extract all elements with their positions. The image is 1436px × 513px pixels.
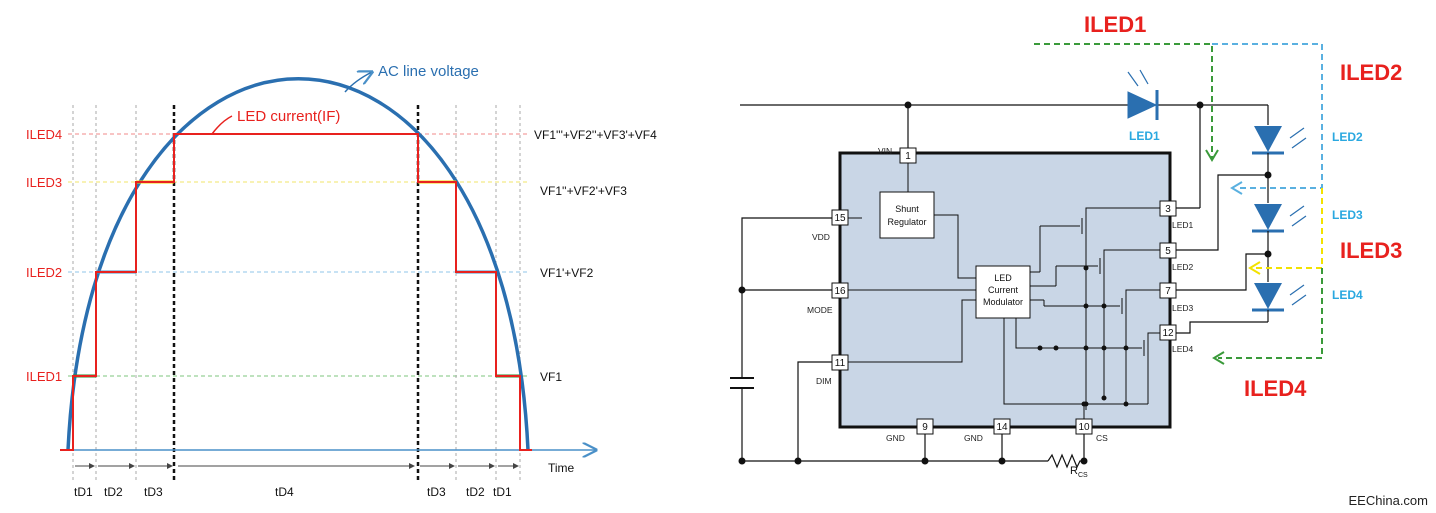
led4-label: LED4 [1332,288,1363,302]
iled2-current-path [1212,43,1323,189]
iled4-path-label: ILED4 [1244,376,1307,401]
shunt-regulator-label-1: Shunt [895,204,919,214]
pin-vdd-num: 15 [834,213,846,224]
led3-label: LED3 [1332,208,1363,222]
led1-label: LED1 [1129,129,1160,143]
led3-diode [1252,204,1307,233]
modulator-label-1: LED [994,273,1012,283]
modulator-label-3: Modulator [983,297,1023,307]
td4-guides [172,105,420,482]
pin-led3-name: LED3 [1172,303,1194,313]
pin-cs-num: 10 [1078,422,1090,433]
led2-label: LED2 [1332,130,1363,144]
shunt-regulator-block [879,191,935,239]
level-label-iled2: ILED2 [26,265,62,280]
iled4-current-path [1218,268,1323,359]
modulator-label-2: Current [988,285,1019,295]
schematic-diagram: LED1 LED2 [730,12,1402,479]
level-label-iled1: ILED1 [26,369,62,384]
interval-label-td3-a: tD3 [144,485,163,499]
mosfet-switches [848,207,1160,419]
led-current-waveform [60,133,532,451]
shunt-regulator-label-2: Regulator [887,217,926,227]
interval-label-td4: tD4 [275,485,294,499]
pin-mode-num: 16 [834,286,846,297]
pin-cs-name: CS [1096,433,1108,443]
voltage-label-2: VF1'+VF2 [540,266,594,280]
rcs-label: RCS [1070,465,1088,479]
iled1-path-label: ILED1 [1084,12,1146,37]
pin-dim-num: 11 [835,358,846,369]
voltage-label-3: VF1''+VF2'+VF3 [540,184,627,198]
pin-vin-num: 1 [905,151,911,162]
time-axis-label: Time [548,461,575,475]
level-label-iled4: ILED4 [26,127,62,142]
pin-led4-num: 12 [1162,328,1174,339]
pin-gnd-b-name: GND [964,433,983,443]
interval-label-td1-b: tD1 [493,485,512,499]
pin-led2-name: LED2 [1172,262,1194,272]
pin-led1-num: 3 [1165,204,1171,215]
pin-gnd-b-num: 14 [996,422,1008,433]
pin-vin-name: VIN [878,146,892,156]
watermark: EEChina.com [1349,493,1428,508]
pin-dim-name: DIM [816,376,832,386]
iled3-path-label: ILED3 [1340,238,1402,263]
pin-mode-name: MODE [807,305,833,315]
interval-label-td2-a: tD2 [104,485,123,499]
voltage-label-1: VF1 [540,370,562,384]
pin-vdd-name: VDD [812,232,830,242]
voltage-label-4: VF1'''+VF2''+VF3'+VF4 [534,128,657,142]
ac-voltage-curve [66,77,530,451]
pin-led1-name: LED1 [1172,220,1194,230]
pin-gnd-a-num: 9 [922,422,928,433]
level-label-iled3: ILED3 [26,175,62,190]
interval-label-td3-b: tD3 [427,485,446,499]
pin-gnd-a-name: GND [886,433,905,443]
led-current-label: LED current(IF) [237,108,340,125]
ac-voltage-label: AC line voltage [378,63,479,80]
led1-diode [1127,69,1159,120]
rcs-resistor [1047,453,1084,469]
capacitor [730,377,754,389]
iled1-current-path [1034,43,1213,158]
led4-diode [1252,283,1307,312]
waveform-diagram: AC line voltage LED current(IF) ILED4 IL… [26,63,657,499]
pin-led4-name: LED4 [1172,344,1194,354]
interval-label-td2-b: tD2 [466,485,485,499]
iled3-current-path [1254,188,1323,269]
interval-guides [72,105,521,482]
pin-led3-num: 7 [1165,286,1171,297]
iled2-path-label: ILED2 [1340,60,1402,85]
internal-junctions [1037,265,1129,407]
pin-led2-num: 5 [1165,246,1171,257]
led-current-modulator-block [975,265,1031,319]
interval-label-td1-a: tD1 [74,485,93,499]
led2-diode [1252,126,1307,155]
